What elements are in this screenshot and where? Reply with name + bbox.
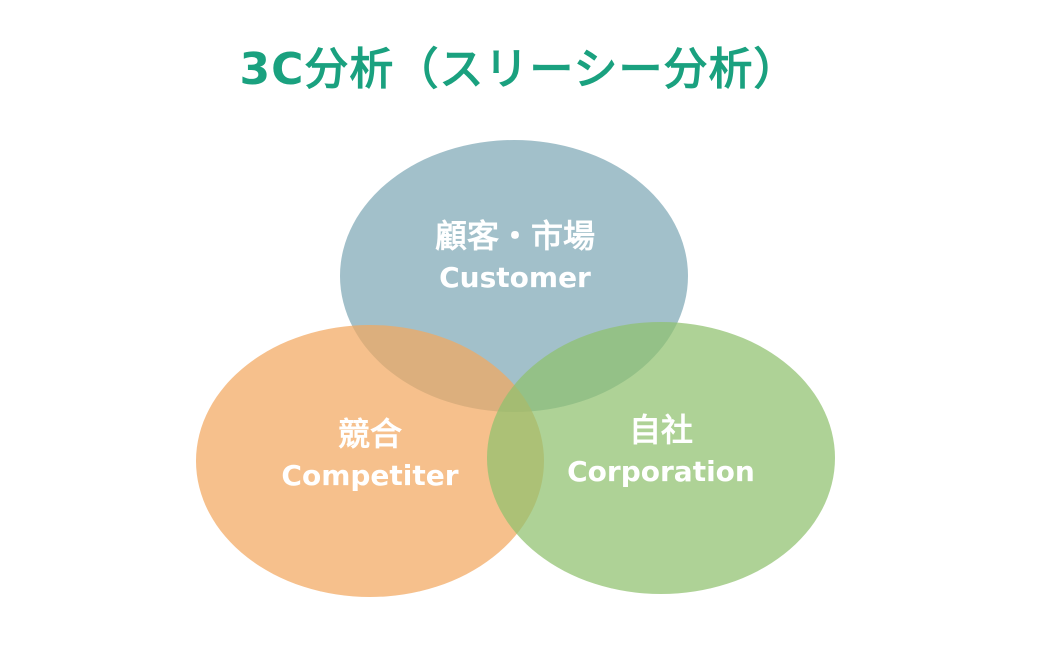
competitor-label-jp: 競合 <box>337 415 402 453</box>
competitor-label: 競合 Competiter <box>245 412 495 496</box>
slide-title: 3C分析（スリーシー分析） <box>239 44 799 95</box>
corporation-label: 自社 Corporation <box>536 408 786 492</box>
customer-label-jp: 顧客・市場 <box>434 217 595 255</box>
corporation-label-en: Corporation <box>567 455 755 488</box>
competitor-circle <box>196 325 544 597</box>
competitor-label-en: Competiter <box>281 459 459 492</box>
corporation-circle <box>487 322 835 594</box>
customer-label-en: Customer <box>439 261 591 294</box>
customer-label: 顧客・市場 Customer <box>390 214 640 298</box>
corporation-label-jp: 自社 <box>628 411 693 449</box>
